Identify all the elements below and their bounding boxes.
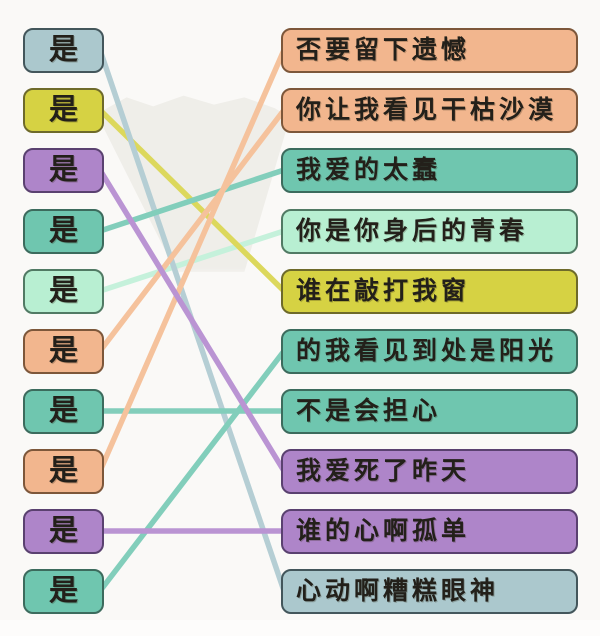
connection-line [97, 167, 287, 474]
char-label: 是 [48, 215, 78, 247]
left-char-card[interactable]: 是 [23, 329, 104, 374]
char-label: 是 [48, 275, 78, 307]
right-phrase-card[interactable]: 不是会担心 [281, 389, 578, 434]
right-phrase-card[interactable]: 我爱的太蠢 [281, 148, 578, 193]
phrase-label: 谁的心啊孤单 [296, 517, 471, 545]
right-phrase-card[interactable]: 谁在敲打我窗 [281, 269, 578, 314]
connection-line [97, 167, 287, 234]
phrase-label: 心动啊糟糕眼神 [296, 577, 500, 605]
char-label: 是 [48, 515, 78, 547]
char-label: 是 [48, 94, 78, 126]
char-label: 是 [48, 34, 78, 66]
right-phrase-card[interactable]: 的我看见到处是阳光 [281, 329, 578, 374]
bottom-strip [0, 620, 600, 636]
phrase-label: 的我看见到处是阳光 [296, 337, 558, 365]
char-label: 是 [48, 455, 78, 487]
right-phrase-card[interactable]: 我爱死了昨天 [281, 449, 578, 494]
phrase-label: 谁在敲打我窗 [296, 277, 471, 305]
right-phrase-card[interactable]: 心动啊糟糕眼神 [281, 569, 578, 614]
left-char-card[interactable]: 是 [23, 449, 104, 494]
connection-line [97, 47, 287, 474]
right-phrase-card[interactable]: 你让我看见干枯沙漠 [281, 88, 578, 133]
char-label: 是 [48, 154, 78, 186]
left-char-card[interactable]: 是 [23, 269, 104, 314]
phrase-label: 你让我看见干枯沙漠 [296, 96, 558, 124]
left-char-card[interactable]: 是 [23, 509, 104, 554]
char-label: 是 [48, 395, 78, 427]
left-char-card[interactable]: 是 [23, 569, 104, 614]
left-char-card[interactable]: 是 [23, 28, 104, 73]
phrase-label: 不是会担心 [296, 397, 442, 425]
char-label: 是 [48, 335, 78, 367]
left-char-card[interactable]: 是 [23, 209, 104, 254]
phrase-label: 我爱的太蠢 [296, 156, 442, 184]
left-char-card[interactable]: 是 [23, 88, 104, 133]
connection-line [97, 348, 287, 594]
phrase-label: 否要留下遗憾 [296, 36, 471, 64]
left-char-card[interactable]: 是 [23, 389, 104, 434]
phrase-label: 你是你身后的青春 [296, 217, 529, 245]
char-label: 是 [48, 575, 78, 607]
right-phrase-card[interactable]: 否要留下遗憾 [281, 28, 578, 73]
left-char-card[interactable]: 是 [23, 148, 104, 193]
right-phrase-card[interactable]: 你是你身后的青春 [281, 209, 578, 254]
right-phrase-card[interactable]: 谁的心啊孤单 [281, 509, 578, 554]
phrase-label: 我爱死了昨天 [296, 457, 471, 485]
connection-line [97, 107, 287, 354]
